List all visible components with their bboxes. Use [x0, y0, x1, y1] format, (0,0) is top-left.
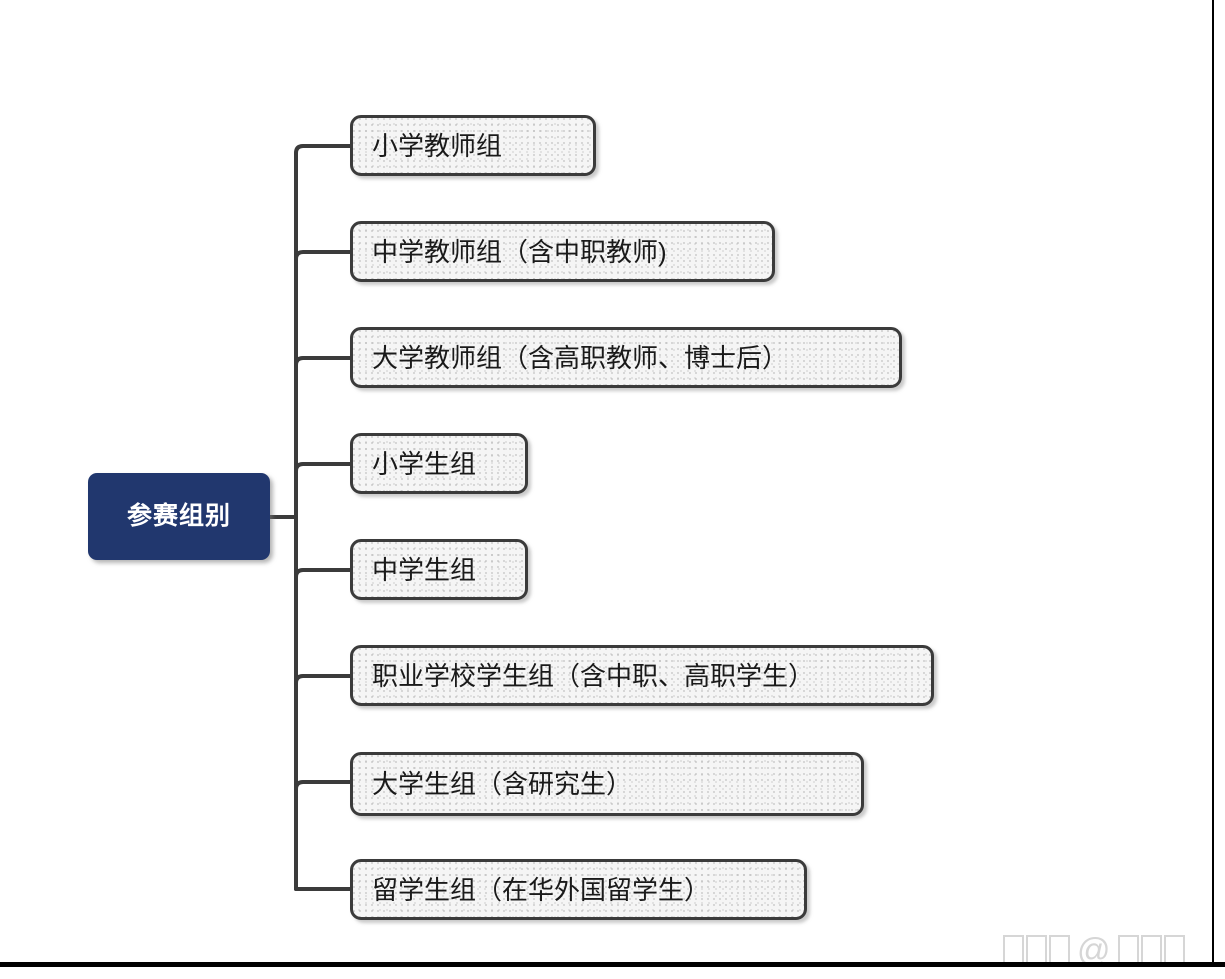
watermark-glyph — [1163, 934, 1185, 965]
watermark-glyph — [1003, 934, 1024, 965]
frame-bottom-edge — [0, 962, 1225, 967]
node-label: 小学教师组 — [372, 130, 503, 161]
connector-branch-7 — [294, 780, 352, 791]
node-middle-school-student[interactable]: 中学生组 — [350, 539, 528, 600]
node-primary-school-teacher[interactable]: 小学教师组 — [350, 115, 596, 176]
connector-branch-3 — [294, 356, 352, 367]
node-university-teacher[interactable]: 大学教师组（含高职教师、博士后） — [350, 327, 902, 388]
node-university-student[interactable]: 大学生组（含研究生） — [350, 752, 864, 816]
connector-branch-4 — [294, 462, 352, 473]
watermark-at-icon: @ — [1077, 931, 1111, 968]
watermark-glyph — [1117, 934, 1139, 965]
node-label: 大学教师组（含高职教师、博士后） — [372, 342, 789, 373]
frame-right-edge — [1212, 0, 1214, 962]
connector-branch-1 — [294, 144, 352, 155]
node-label: 中学教师组（含中职教师) — [372, 236, 667, 267]
watermark-glyph — [1140, 934, 1162, 965]
node-label: 大学生组（含研究生） — [372, 769, 633, 799]
node-primary-school-student[interactable]: 小学生组 — [350, 433, 528, 494]
node-label: 留学生组（在华外国留学生） — [372, 874, 711, 905]
watermark-glyph — [1026, 934, 1047, 965]
node-vocational-school-student[interactable]: 职业学校学生组（含中职、高职学生） — [350, 645, 934, 706]
connector-branch-2 — [294, 250, 352, 261]
connector-branch-6 — [294, 674, 352, 685]
connector-branch-5 — [294, 568, 352, 579]
node-label: 小学生组 — [372, 448, 477, 479]
node-label: 职业学校学生组（含中职、高职学生） — [372, 660, 815, 691]
node-middle-school-teacher[interactable]: 中学教师组（含中职教师) — [350, 221, 775, 282]
watermark-glyph — [1049, 934, 1070, 965]
node-label: 中学生组 — [372, 554, 477, 585]
root-node-label: 参赛组别 — [126, 502, 231, 530]
node-international-student[interactable]: 留学生组（在华外国留学生） — [350, 859, 807, 920]
root-node[interactable]: 参赛组别 — [88, 473, 270, 560]
